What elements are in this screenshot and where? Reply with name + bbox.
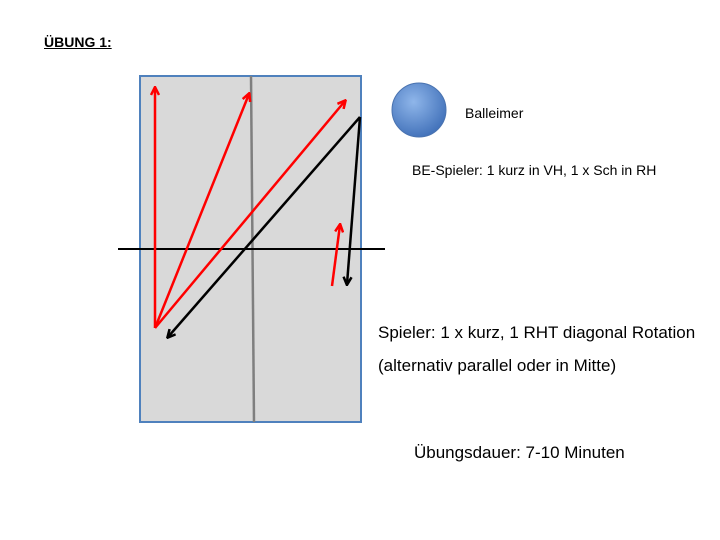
black-arrow-down [347,116,362,284]
red-arrow-short [330,225,340,287]
red-arrow-center [153,94,249,329]
ball-bucket-label: Balleimer [465,105,524,121]
be-player-instruction: BE-Spieler: 1 kurz in VH, 1 x Sch in RH [412,162,657,178]
exercise-title: ÜBUNG 1: [44,34,112,50]
black-arrow-diagonal [168,116,361,337]
exercise-duration: Übungsdauer: 7-10 Minuten [414,443,625,462]
alternative-note: (alternativ parallel oder in Mitte) [378,356,617,375]
red-arrow-diagonal [154,101,345,329]
player-instruction: Spieler: 1 x kurz, 1 RHT diagonal Rotati… [378,323,696,342]
ball-bucket-circle [391,82,447,138]
